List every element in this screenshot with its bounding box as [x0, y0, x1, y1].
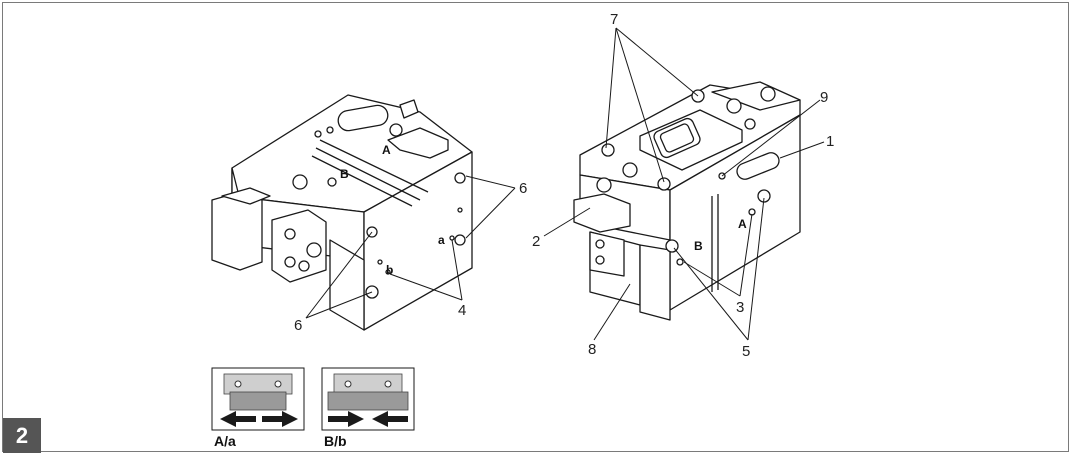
callout-4: 4: [458, 302, 466, 319]
callout-6-right: 6: [519, 180, 527, 197]
mode-icon-inward: [321, 367, 415, 431]
callout-7: 7: [610, 11, 618, 28]
marking-B-left: B: [340, 167, 349, 181]
left-gripper-illustration: [211, 94, 473, 331]
callout-9: 9: [820, 89, 828, 106]
callout-3: 3: [736, 299, 744, 316]
callout-1: 1: [826, 133, 834, 150]
callout-6-bottom: 6: [294, 317, 302, 334]
marking-B-right: B: [694, 239, 703, 253]
callout-2: 2: [532, 233, 540, 250]
callout-5: 5: [742, 343, 750, 360]
figure-frame: [2, 2, 1069, 452]
marking-A-right: A: [738, 217, 747, 231]
callout-8: 8: [588, 341, 596, 358]
right-gripper-illustration: [573, 81, 801, 321]
figure-number-badge: 2: [3, 418, 41, 453]
mode-icon-outward: [211, 367, 305, 431]
marking-a-left: a: [438, 233, 445, 247]
marking-A-left: A: [382, 143, 391, 157]
mode-caption-b: B/b: [324, 433, 347, 449]
mode-caption-a: A/a: [214, 433, 236, 449]
marking-b-left: b: [386, 263, 393, 277]
